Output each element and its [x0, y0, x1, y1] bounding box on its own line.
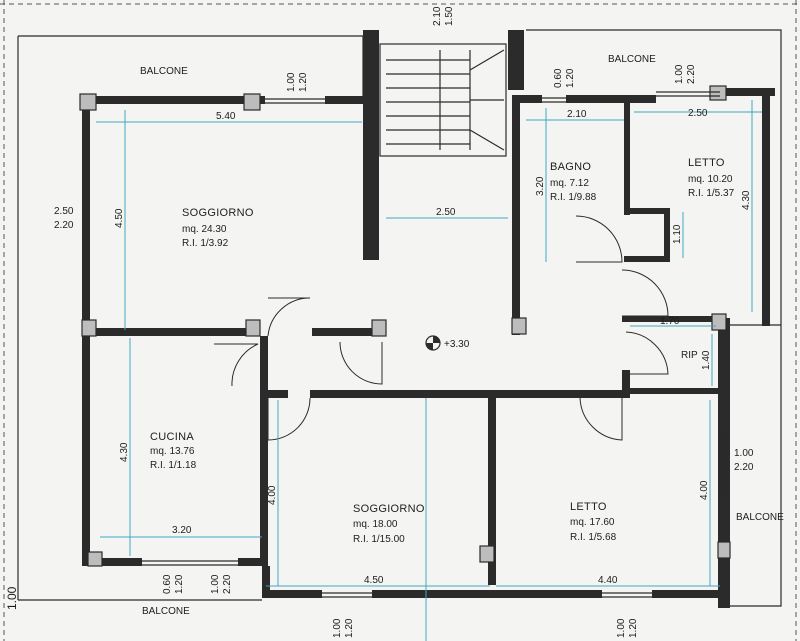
dim-letto-width: 2.50	[688, 108, 708, 119]
balcony-top-right-outline	[526, 29, 782, 325]
svg-text:1.20: 1.20	[628, 618, 639, 638]
svg-text:0.60: 0.60	[553, 68, 564, 88]
dim-bagno-height: 3.20	[535, 176, 546, 196]
room-bagno-name: BAGNO	[550, 161, 591, 173]
svg-text:2.20: 2.20	[54, 220, 74, 231]
balcony-right-label: BALCONE	[736, 512, 784, 523]
dim-corridor-width: 2.50	[436, 207, 456, 218]
room-letto-bottom-name: LETTO	[570, 501, 607, 513]
svg-text:2.20: 2.20	[734, 462, 754, 473]
room-letto-top-area: mq. 10.20	[688, 174, 733, 185]
room-letto-bottom-area: mq. 17.60	[570, 517, 615, 528]
room-letto-top-ri: R.I. 1/5.37	[688, 188, 735, 199]
dim-cucina-height: 4.30	[119, 442, 130, 462]
dim-letto2-width: 4.40	[598, 575, 618, 586]
svg-text:1.00: 1.00	[210, 574, 221, 594]
doors	[214, 215, 669, 441]
dim-rip-height: 1.40	[701, 350, 712, 370]
svg-text:1.20: 1.20	[174, 574, 185, 594]
opening-cucina-window: 0.60 1.20	[162, 574, 185, 594]
room-soggiorno-top-ri: R.I. 1/3.92	[182, 238, 229, 249]
dim-soggiorno2-height: 4.00	[267, 485, 278, 505]
opening-bagno-window: 0.60 1.20	[553, 68, 576, 88]
dim-left-margin: 1.00	[5, 586, 19, 610]
opening-bottom-window-left: 1.00 1.20	[332, 618, 355, 638]
balcony-bottom-label: BALCONE	[142, 606, 190, 617]
room-soggiorno-bottom-name: SOGGIORNO	[353, 503, 425, 515]
room-soggiorno-bottom-ri: R.I. 1/15.00	[353, 534, 405, 545]
staircase	[379, 43, 507, 157]
opening-letto-window: 1.00 2.20	[674, 64, 697, 84]
dimension-lines	[96, 100, 762, 641]
opening-bottom-window-right: 1.00 1.20	[616, 618, 639, 638]
dim-letto2-height: 4.00	[699, 480, 710, 500]
opening-soggiorno-window: 1.00 1.20	[286, 72, 309, 92]
pillars	[79, 85, 731, 567]
svg-text:2.20: 2.20	[222, 574, 233, 594]
svg-text:1.20: 1.20	[565, 68, 576, 88]
svg-text:1.20: 1.20	[344, 618, 355, 638]
dim-letto-closet: 1.10	[672, 224, 683, 244]
room-letto-bottom-ri: R.I. 1/5.68	[570, 532, 617, 543]
svg-text:2.50: 2.50	[54, 206, 74, 217]
balcony-top-right-label: BALCONE	[608, 54, 656, 65]
dim-soggiorno2-width: 4.50	[364, 575, 384, 586]
svg-text:0.60: 0.60	[162, 574, 173, 594]
level-marker	[425, 335, 441, 351]
room-soggiorno-top-name: SOGGIORNO	[182, 207, 254, 219]
balcony-right-outline	[730, 324, 782, 607]
dim-cucina-width: 3.20	[172, 525, 192, 536]
svg-text:1.00: 1.00	[332, 618, 343, 638]
level-marker-text: +3.30	[444, 339, 470, 350]
balcony-top-left-label: BALCONE	[140, 66, 188, 77]
dim-soggiorno-height: 4.50	[114, 208, 125, 228]
room-cucina-area: mq. 13.76	[150, 446, 195, 457]
svg-text:1.00: 1.00	[734, 448, 754, 459]
dim-soggiorno-width: 5.40	[216, 111, 236, 122]
dim-bagno-width: 2.10	[567, 109, 587, 120]
opening-letto2-door: 1.00 2.20	[734, 448, 754, 473]
balcony-top-left-outline	[18, 35, 364, 98]
svg-text:1.50: 1.50	[444, 6, 455, 26]
room-cucina-ri: R.I. 1/1.18	[150, 460, 197, 471]
room-soggiorno-bottom-area: mq. 18.00	[353, 519, 398, 530]
dim-rip-width: 1.70	[660, 316, 680, 327]
svg-text:2.20: 2.20	[686, 64, 697, 84]
room-letto-top-name: LETTO	[688, 157, 725, 169]
room-rip-name: RIP	[681, 350, 698, 361]
dim-letto-height: 4.30	[741, 190, 752, 210]
windows	[142, 91, 727, 598]
opening-stair-top: 2.10 1.50	[432, 6, 455, 26]
svg-text:1.00: 1.00	[674, 64, 685, 84]
opening-soggiorno-side: 2.50 2.20	[54, 206, 74, 231]
room-cucina-name: CUCINA	[150, 431, 194, 443]
svg-text:1.20: 1.20	[298, 72, 309, 92]
svg-text:1.00: 1.00	[616, 618, 627, 638]
svg-text:1.00: 1.00	[286, 72, 297, 92]
room-bagno-ri: R.I. 1/9.88	[550, 192, 597, 203]
room-soggiorno-top-area: mq. 24.30	[182, 224, 227, 235]
opening-cucina-door: 1.00 2.20	[210, 574, 233, 594]
svg-text:2.10: 2.10	[432, 6, 443, 26]
room-bagno-area: mq. 7.12	[550, 178, 589, 189]
